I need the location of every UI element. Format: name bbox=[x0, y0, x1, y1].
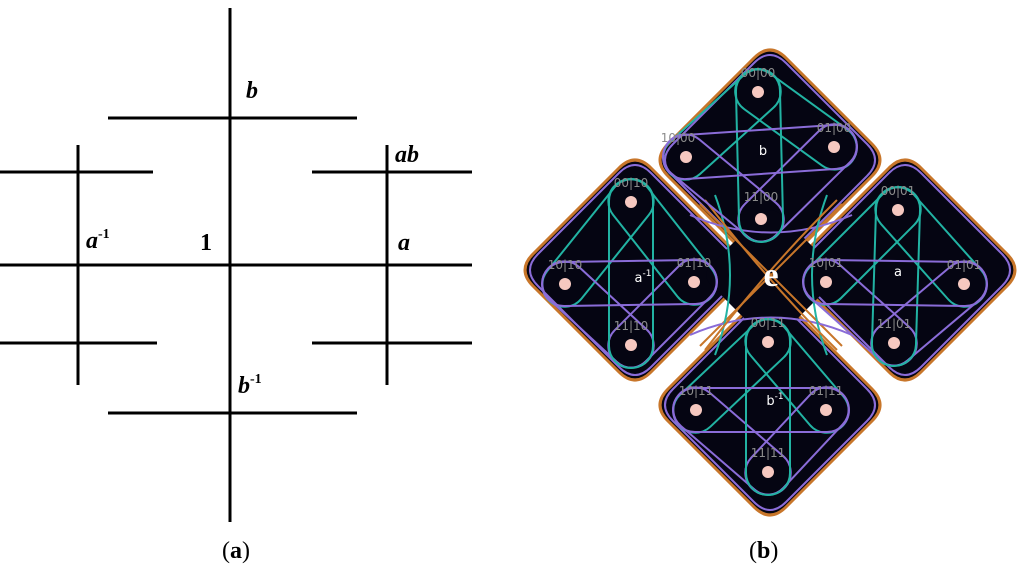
loop-bottom-4 bbox=[745, 318, 791, 496]
loop-right-4 bbox=[870, 186, 922, 367]
label-b-inverse: b-1 bbox=[238, 372, 262, 399]
caption-b-close: ) bbox=[770, 538, 778, 564]
node-layer: 00|00 10|00 01|00 11|00 b 00|10 10|10 01|10 11|1… bbox=[548, 66, 982, 478]
panel-b-diagram: 00|00 10|00 01|00 11|00 b 00|10 10|10 01|10 11|1… bbox=[523, 48, 1017, 517]
group-label-base: b bbox=[759, 144, 767, 159]
node-label: 00|01 bbox=[881, 184, 916, 198]
center-strand-2 bbox=[689, 214, 853, 234]
group-label-bottom: b-1 bbox=[766, 392, 783, 409]
node-00-11 bbox=[762, 336, 774, 348]
node-label: 00|00 bbox=[741, 66, 776, 80]
loop-right-5 bbox=[802, 258, 988, 308]
node-label: 00|11 bbox=[751, 316, 786, 330]
loop-left-4 bbox=[608, 178, 654, 369]
label-b-inverse-exponent: -1 bbox=[250, 372, 262, 387]
node-label: 11|10 bbox=[614, 319, 649, 333]
caption-b: (b) bbox=[749, 538, 778, 564]
node-11-00 bbox=[755, 213, 767, 225]
node-label: 10|00 bbox=[661, 131, 696, 145]
loop-left-5 bbox=[541, 258, 718, 308]
node-00-01 bbox=[892, 204, 904, 216]
loop-top-4 bbox=[734, 68, 785, 243]
center-identity-label: e bbox=[763, 257, 778, 294]
node-11-10 bbox=[625, 339, 637, 351]
node-01-01 bbox=[958, 278, 970, 290]
label-b: b bbox=[246, 78, 258, 104]
group-label-base: b bbox=[766, 394, 774, 409]
loop-bottom-5 bbox=[672, 387, 850, 433]
node-10-11 bbox=[690, 404, 702, 416]
node-label: 11|11 bbox=[751, 446, 786, 460]
node-11-11 bbox=[762, 466, 774, 478]
node-10-10 bbox=[559, 278, 571, 290]
node-label: 10|11 bbox=[679, 384, 714, 398]
caption-b-open: ( bbox=[749, 538, 757, 564]
label-b-inverse-base: b bbox=[238, 373, 250, 399]
panel-a-cayley-tree bbox=[0, 8, 472, 522]
node-10-00 bbox=[680, 151, 692, 163]
loop-layer bbox=[541, 68, 988, 496]
node-label: 10|01 bbox=[809, 256, 844, 270]
node-00-00 bbox=[752, 86, 764, 98]
node-label: 01|11 bbox=[809, 384, 844, 398]
label-a: a bbox=[398, 230, 410, 256]
node-00-10 bbox=[625, 196, 637, 208]
node-label: 00|10 bbox=[614, 176, 649, 190]
center-strand-1 bbox=[699, 203, 843, 347]
group-label-left: a-1 bbox=[635, 269, 652, 286]
center-strand-6 bbox=[704, 199, 838, 351]
panel-a-labels: b ab a-1 1 a b-1 bbox=[86, 78, 419, 399]
caption-a-letter: a bbox=[230, 538, 242, 564]
caption-a: (a) bbox=[222, 538, 250, 564]
group-label-right: a bbox=[894, 265, 902, 280]
group-label-exponent: -1 bbox=[775, 392, 784, 402]
label-a-inverse-exponent: -1 bbox=[98, 227, 110, 242]
label-ab: ab bbox=[395, 142, 419, 168]
center-strand-3 bbox=[689, 316, 853, 336]
node-label: 10|10 bbox=[548, 258, 583, 272]
label-a-inverse: a-1 bbox=[86, 227, 110, 254]
label-identity-1: 1 bbox=[200, 230, 212, 256]
node-label: 11|00 bbox=[744, 190, 779, 204]
node-10-01 bbox=[820, 276, 832, 288]
group-label-base: a bbox=[635, 271, 643, 286]
diamond-inner-outline-left bbox=[529, 164, 741, 376]
caption-b-letter: b bbox=[757, 538, 770, 564]
center-strand-7 bbox=[704, 199, 838, 351]
node-01-11 bbox=[820, 404, 832, 416]
caption-a-close: ) bbox=[242, 538, 250, 564]
caption-a-open: ( bbox=[222, 538, 230, 564]
node-label: 01|10 bbox=[677, 256, 712, 270]
group-label-base: a bbox=[894, 265, 902, 280]
group-label-top: b bbox=[759, 144, 767, 159]
loop-top-5 bbox=[662, 123, 858, 181]
center-strand-5 bbox=[811, 194, 828, 356]
label-a-inverse-base: a bbox=[86, 228, 98, 254]
node-01-10 bbox=[688, 276, 700, 288]
node-label: 01|00 bbox=[817, 121, 852, 135]
node-11-01 bbox=[888, 337, 900, 349]
node-label: 01|01 bbox=[947, 258, 982, 272]
node-01-00 bbox=[828, 141, 840, 153]
group-label-exponent: -1 bbox=[642, 269, 651, 279]
node-label: 11|01 bbox=[877, 317, 912, 331]
